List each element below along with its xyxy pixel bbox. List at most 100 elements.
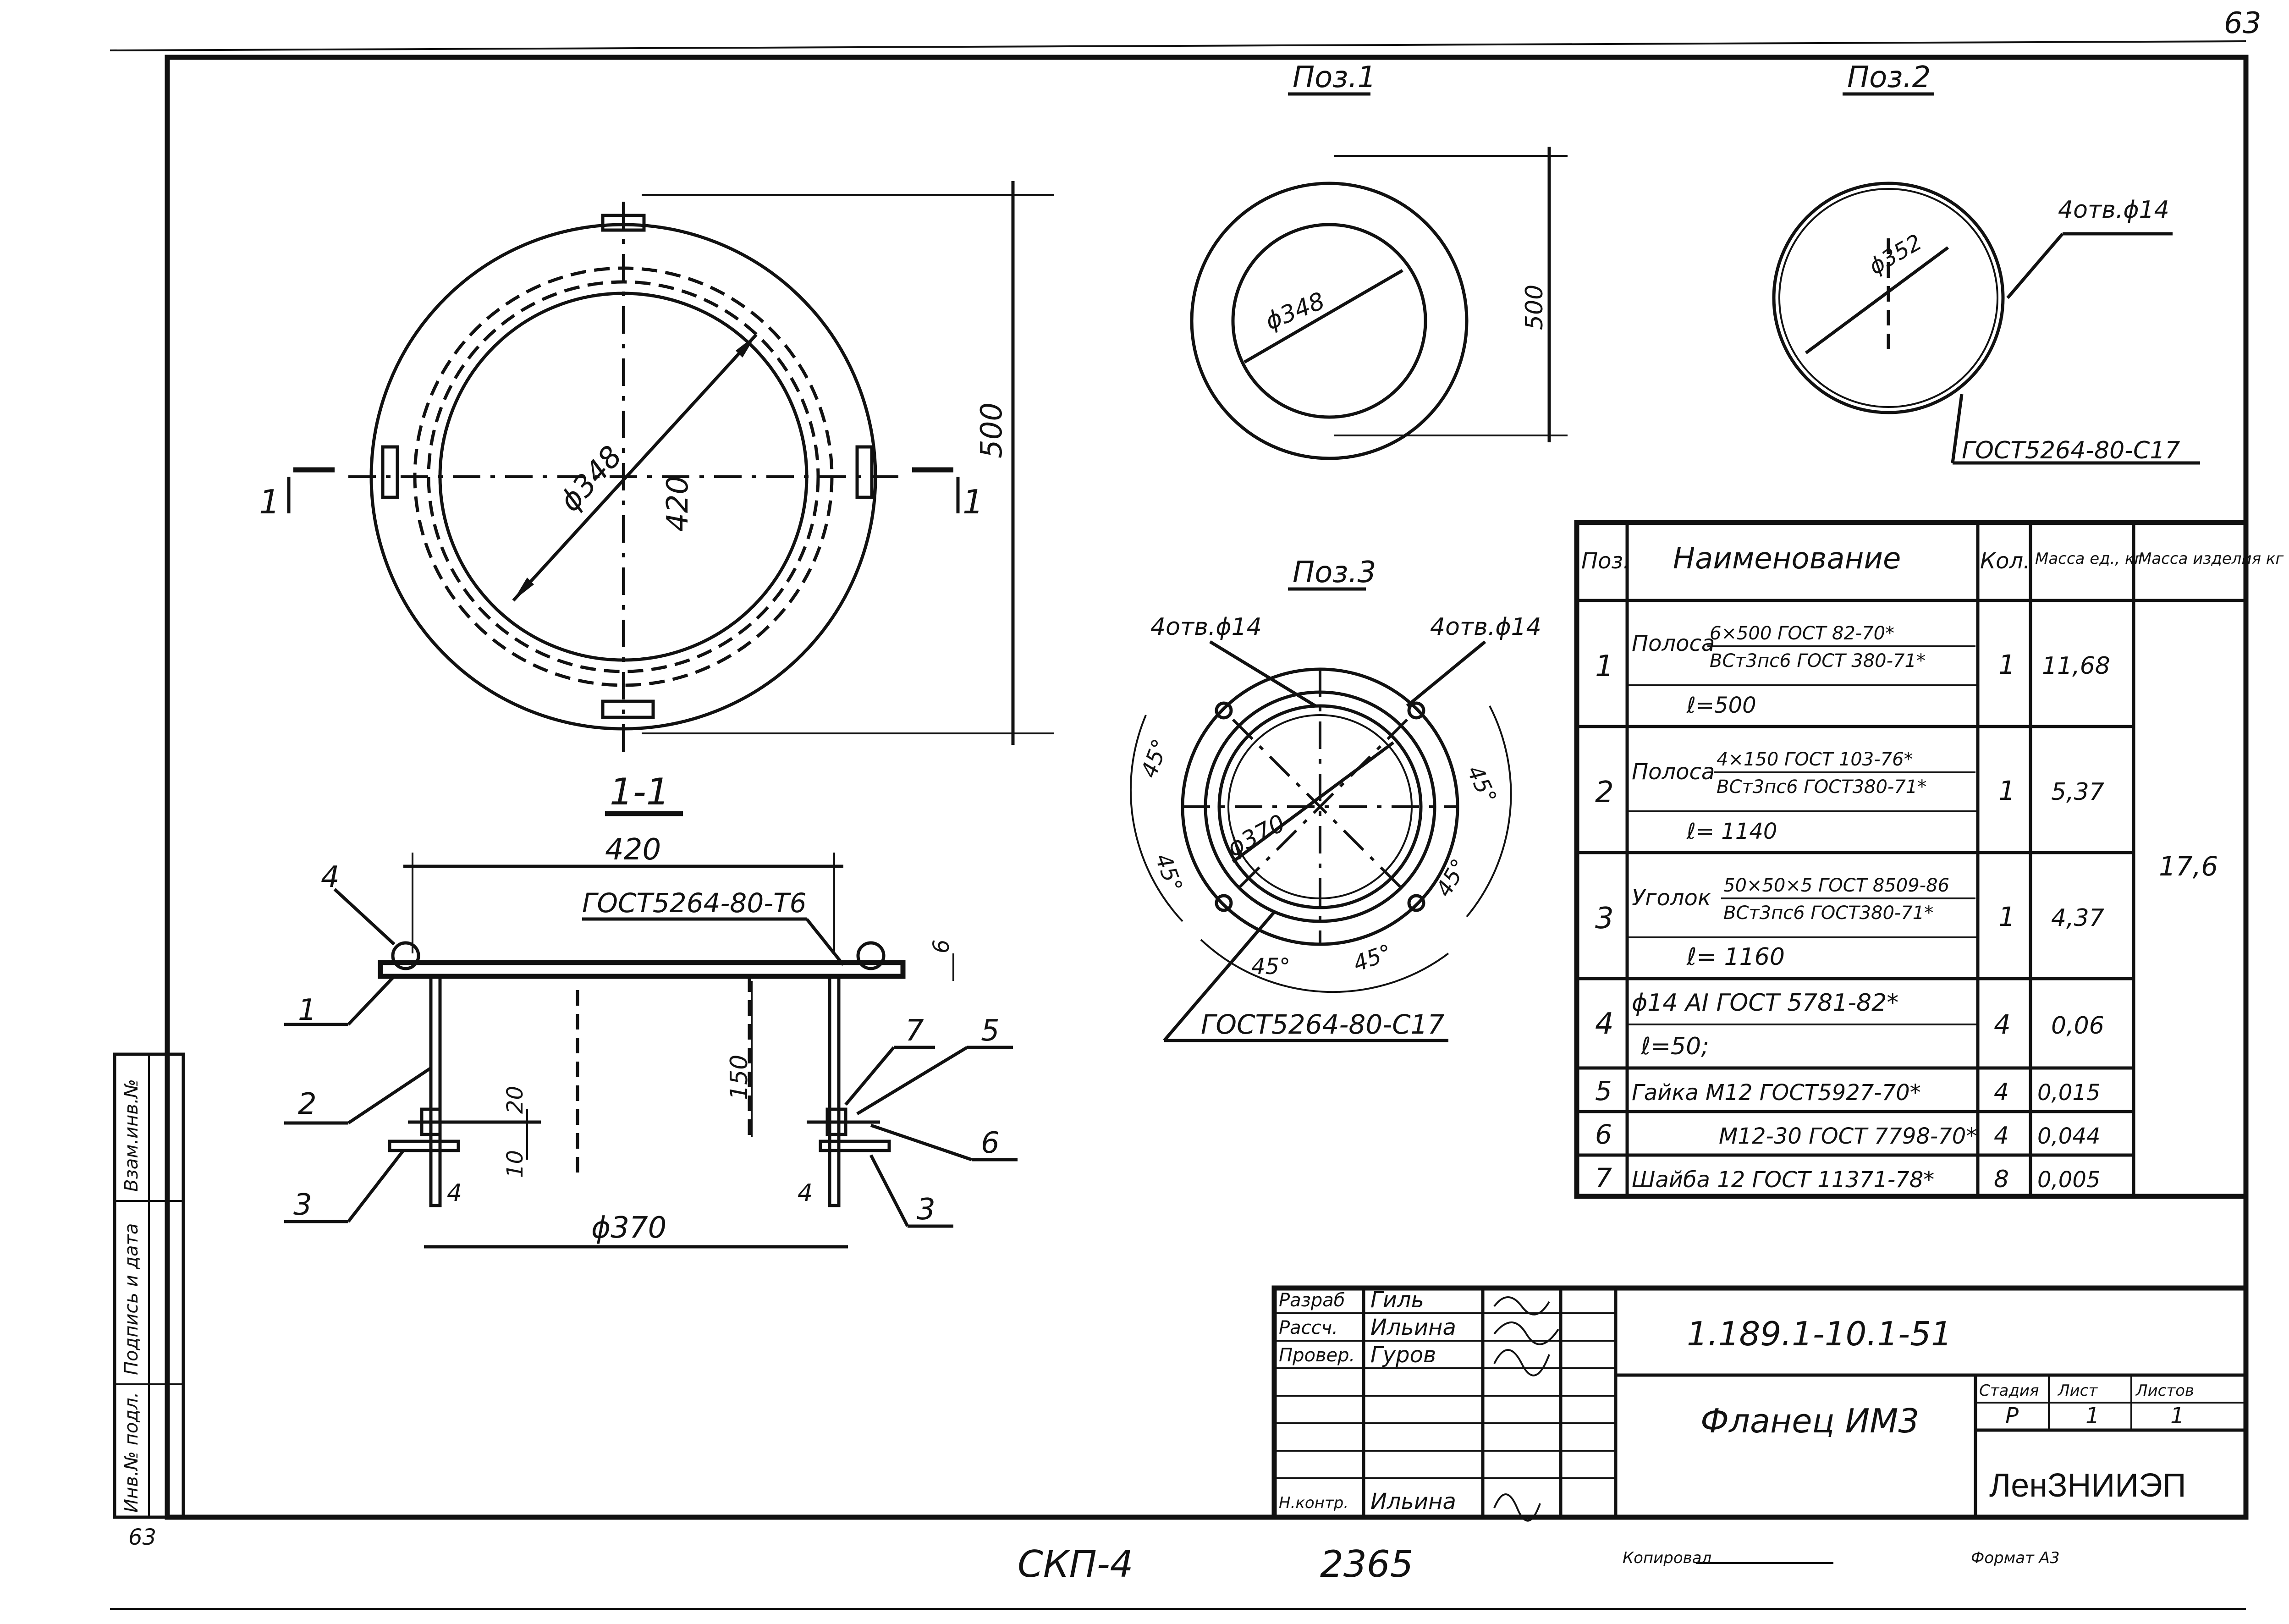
angle-1: 45° <box>1136 736 1174 781</box>
bolt-left <box>381 445 399 499</box>
row5-pos: 5 <box>1595 1075 1612 1107</box>
leader-1: 1 <box>298 993 317 1027</box>
org-name: ЛенЗНИИЭП <box>1989 1467 2186 1504</box>
section-view: 1-1 420 150 20 10 6 4 4 <box>284 771 1018 1249</box>
bottom-copied: Копировал <box>1623 1549 1711 1567</box>
signature-4 <box>1493 1493 1541 1522</box>
row7-qty: 8 <box>1994 1166 2009 1193</box>
row4-len: ℓ=50; <box>1640 1033 1709 1060</box>
role-calc: Рассч. <box>1279 1317 1338 1338</box>
dim-420-label: 420 <box>661 476 695 532</box>
section-mark-right: 1 <box>963 483 984 521</box>
dim-d348-line <box>512 333 758 602</box>
spec-head-name: Наименование <box>1673 542 1901 576</box>
row2-pos: 2 <box>1595 776 1614 809</box>
row2-bottom: ВСт3пс6 ГОСТ380-71* <box>1717 776 1926 798</box>
sheet-label: Лист <box>2057 1382 2098 1400</box>
name-calc: Ильина <box>1370 1315 1456 1340</box>
poz3-view: Поз.3 ϕ370 4отв.ϕ14 4отв.ϕ14 45° 45° 45°… <box>1129 556 1541 1042</box>
poz1-outer <box>1190 182 1469 460</box>
dim-4-left: 4 <box>447 1179 462 1207</box>
poz3-title: Поз.3 <box>1293 556 1376 589</box>
name-developer: Гиль <box>1370 1287 1424 1313</box>
row2-mass: 5,37 <box>2051 778 2104 806</box>
row1-top: 6×500 ГОСТ 82-70* <box>1710 623 1894 644</box>
flange-plate <box>378 960 906 979</box>
top-edge-line <box>110 40 2246 51</box>
signature-1 <box>1493 1296 1550 1316</box>
angle-4: 45° <box>1431 854 1473 901</box>
poz3-holes-left: 4отв.ϕ14 <box>1150 613 1262 641</box>
dim-20: 20 <box>502 1086 528 1114</box>
signature-2 <box>1493 1321 1559 1345</box>
stamp-signature: Подпись и дата <box>121 1223 142 1375</box>
row1-bottom: ВСт3пс6 ГОСТ 380-71* <box>1710 650 1926 672</box>
poz3-inner <box>1217 704 1423 909</box>
bolt-right <box>855 445 874 499</box>
row5-name: Гайка М12 ГОСТ5927-70* <box>1632 1080 1921 1106</box>
poz1-inner <box>1231 223 1427 419</box>
leader-5: 5 <box>981 1014 1000 1048</box>
row2-name: Полоса <box>1632 759 1715 785</box>
plan-hidden-circle-2 <box>427 280 820 673</box>
leader-6: 6 <box>981 1126 1000 1160</box>
angle-2: 45° <box>1462 761 1502 808</box>
row1-pos: 1 <box>1595 650 1614 683</box>
leader-7: 7 <box>905 1014 924 1048</box>
dim-150: 150 <box>726 1055 753 1100</box>
angle-left <box>388 1140 460 1152</box>
section-title: 1-1 <box>610 771 670 813</box>
row1-len: ℓ=500 <box>1686 693 1756 718</box>
side-stamp-block: Инв.№ подл. Подпись и дата Взам.инв.№ <box>113 1052 185 1519</box>
row6-mass: 0,044 <box>2037 1123 2100 1149</box>
pin-left <box>391 941 420 970</box>
role-norm: Н.контр. <box>1279 1494 1348 1512</box>
name-check: Гуров <box>1370 1342 1436 1368</box>
dim-d348-label: ϕ348 <box>553 440 629 518</box>
row5-mass: 0,015 <box>2037 1080 2100 1106</box>
angle-6: 45° <box>1350 940 1395 977</box>
angle-right <box>819 1140 891 1152</box>
row3-qty: 1 <box>1998 901 2015 932</box>
row3-name: Уголок <box>1632 885 1711 911</box>
poz1-title: Поз.1 <box>1293 61 1376 94</box>
sheets-value: 1 <box>2170 1403 2184 1429</box>
poz2-gost: ГОСТ5264-80-С17 <box>1962 437 2180 464</box>
pin-right <box>856 941 886 970</box>
plan-view: ϕ348 420 500 1 1 <box>259 181 1054 752</box>
poz2-ring-inner <box>1778 188 1998 408</box>
row4-pos: 4 <box>1595 1007 1614 1041</box>
role-developer: Разраб <box>1279 1290 1345 1311</box>
row7-name: Шайба 12 ГОСТ 11371-78* <box>1632 1167 1934 1193</box>
bolt-bottom <box>601 699 655 719</box>
row1-mass: 11,68 <box>2042 652 2110 680</box>
row7-pos: 7 <box>1595 1162 1612 1194</box>
spec-head-qty: Кол. <box>1980 548 2030 574</box>
row5-qty: 4 <box>1994 1079 2009 1106</box>
poz2-title: Поз.2 <box>1847 61 1931 94</box>
poz1-d348: ϕ348 <box>1261 287 1328 336</box>
dim-500-label: 500 <box>975 402 1009 458</box>
poz1-500: 500 <box>1521 285 1548 330</box>
stage-value: Р <box>2005 1403 2019 1429</box>
total-mass: 17,6 <box>2159 851 2218 882</box>
bottom-code: СКП-4 <box>1018 1543 1133 1585</box>
row1-qty: 1 <box>1998 649 2015 680</box>
spec-table: Поз. Наименование Кол. Масса ед., кг Мас… <box>1574 520 2284 1199</box>
leader-4: 4 <box>321 860 340 894</box>
leader-3-left: 3 <box>293 1188 312 1222</box>
row3-bottom: ВСт3пс6 ГОСТ380-71* <box>1723 903 1933 924</box>
signature-3 <box>1493 1349 1550 1376</box>
row2-top: 4×150 ГОСТ 103-76* <box>1717 749 1913 770</box>
bottom-number: 2365 <box>1320 1543 1414 1585</box>
row6-name: М12-30 ГОСТ 7798-70* <box>1719 1123 1977 1149</box>
sheet-value: 1 <box>2085 1403 2100 1429</box>
page-number: 63 <box>2224 6 2261 40</box>
row6-pos: 6 <box>1595 1119 1612 1150</box>
page-number-bottom: 63 <box>128 1525 156 1550</box>
angle-3: 45° <box>1150 850 1188 896</box>
dim-370-section: ϕ370 <box>591 1211 666 1245</box>
poz2-ring-outer <box>1772 182 2005 414</box>
dim-6: 6 <box>929 939 954 953</box>
